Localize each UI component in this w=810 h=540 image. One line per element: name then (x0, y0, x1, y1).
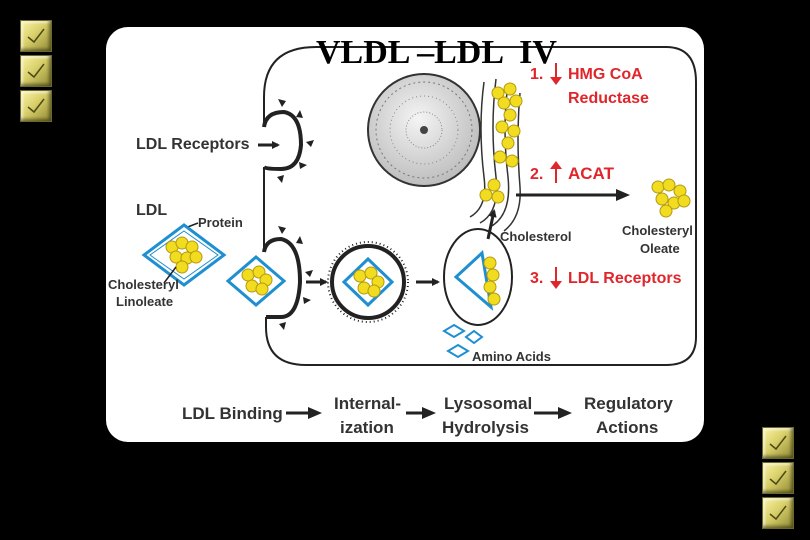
cell-membrane (263, 46, 697, 366)
svg-text:Reductase: Reductase (568, 90, 649, 107)
lysosome (443, 228, 513, 326)
check-icon (769, 505, 787, 521)
svg-text:3.: 3. (530, 270, 543, 287)
svg-text:2.: 2. (530, 166, 543, 183)
up-arrow-icon (550, 161, 562, 169)
cholesteryl-oleate-droplet (651, 178, 691, 218)
svg-text:ACAT: ACAT (568, 164, 615, 183)
er-cholesterol-clusters (479, 82, 523, 204)
nav-button-2[interactable] (20, 55, 52, 87)
regulation-item-3: 3. LDL Receptors (530, 267, 682, 289)
svg-text:LDL Receptors: LDL Receptors (568, 270, 682, 287)
nav-button-4[interactable] (762, 427, 794, 459)
check-icon (27, 98, 45, 114)
cholesteryl-oleate-label-1: Cholesteryl (622, 223, 693, 238)
coated-vesicle (327, 241, 409, 323)
nav-button-1[interactable] (20, 20, 52, 52)
svg-text:1.: 1. (530, 66, 543, 83)
step-internalization-1: Internal- (334, 394, 401, 413)
nucleus (367, 73, 481, 187)
nav-button-3[interactable] (20, 90, 52, 122)
cholesterol-arrow (486, 209, 497, 240)
check-icon (27, 28, 45, 44)
coated-pit-upper (262, 99, 314, 183)
check-icon (769, 435, 787, 451)
check-icon (27, 63, 45, 79)
regulation-item-2: 2. ACAT (530, 161, 615, 183)
cholesteryl-pointer (163, 266, 177, 284)
regulation-item-1: 1. HMG CoA Reductase (530, 63, 649, 107)
amino-acid-fragments (442, 323, 484, 359)
step-internalization-2: ization (340, 418, 394, 437)
diagram-panel: LDL Receptors LDL Protein Cholesteryl Li… (106, 27, 704, 442)
nav-button-5[interactable] (762, 462, 794, 494)
ldl-particle-free (141, 223, 227, 287)
ldl-pathway-diagram: LDL Receptors LDL Protein Cholesteryl Li… (108, 46, 697, 437)
step-ldl-binding: LDL Binding (182, 404, 283, 423)
cholesterol-label: Cholesterol (500, 229, 572, 244)
amino-acids-label: Amino Acids (472, 349, 551, 364)
step-regulatory-2: Actions (596, 418, 658, 437)
linoleate-label: Linoleate (116, 294, 173, 309)
ldl-receptors-label: LDL Receptors (136, 136, 250, 153)
cholesteryl-label: Cholesteryl (108, 277, 179, 292)
down-arrow-icon (550, 281, 562, 289)
ldl-particle-bound (225, 255, 287, 307)
nav-button-6[interactable] (762, 497, 794, 529)
check-icon (769, 470, 787, 486)
protein-label: Protein (198, 215, 243, 230)
down-arrow-icon (550, 77, 562, 85)
ldl-label: LDL (136, 202, 167, 219)
coated-pit-lower (262, 226, 313, 330)
svg-text:HMG CoA: HMG CoA (568, 66, 643, 83)
step-regulatory-1: Regulatory (584, 394, 673, 413)
step-lysosomal-1: Lysosomal (444, 394, 532, 413)
cholesteryl-oleate-label-2: Oleate (640, 241, 680, 256)
page-title: VLDL –LDL IV (316, 34, 557, 71)
step-lysosomal-2: Hydrolysis (442, 418, 529, 437)
